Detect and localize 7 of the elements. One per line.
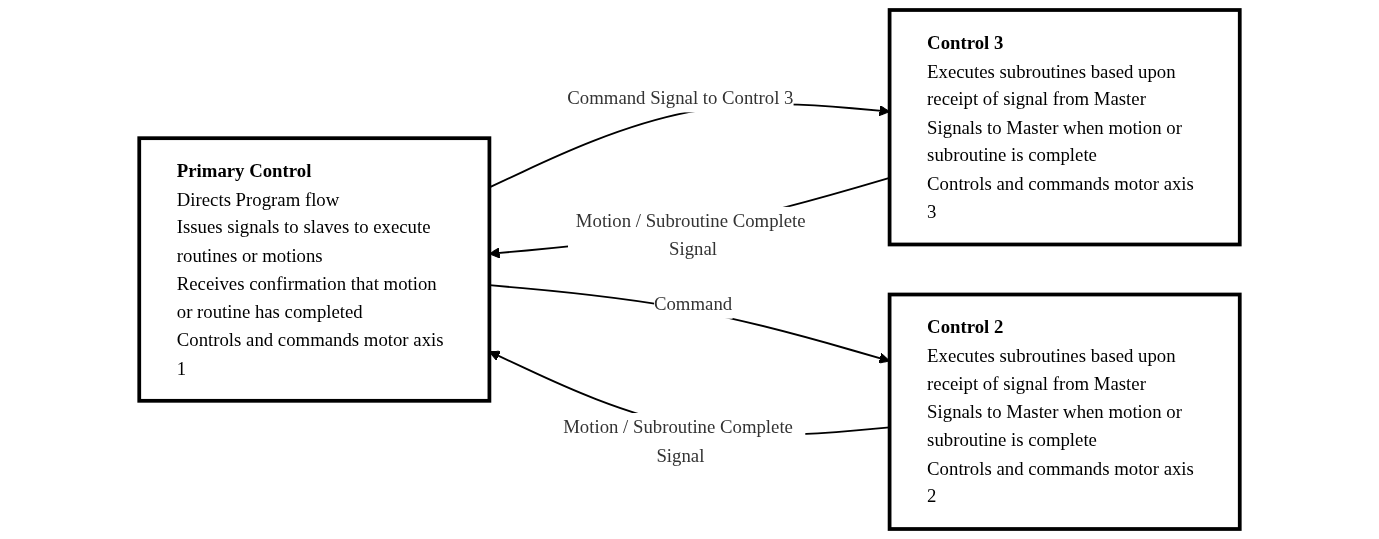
edge-label: Command Signal to Control 3 xyxy=(567,87,794,108)
edge-label: Command xyxy=(653,293,733,314)
node-box: Primary Control Directs Program flow Issues signals to slaves to execute routines or motions Receives confirmation that motion or routine has completed Controls and commands motor axis 1 xyxy=(137,136,492,403)
edge-label: Motion / Subroutine Complete Signal xyxy=(563,416,793,465)
edge-label: Motion / Subroutine Complete Signal xyxy=(575,210,806,259)
node-box: Control 2 Executes subroutines based upon receipt of signal from Master Signals to Master when motion or subroutine is complete Controls and commands motor axis 2 xyxy=(887,292,1242,531)
node-box: Control 3 Executes subroutines based upon receipt of signal from Master Signals to Master when motion or subroutine is complete Controls and commands motor axis 3 xyxy=(887,8,1242,247)
